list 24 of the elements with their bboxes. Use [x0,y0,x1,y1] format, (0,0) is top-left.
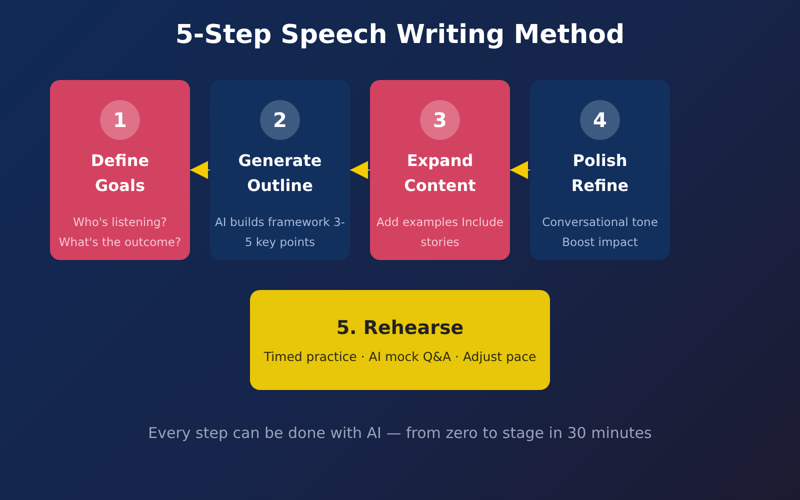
step-description: Add examples Include stories [376,214,504,251]
step-heading: Polish Refine [570,150,630,197]
step-card [530,80,670,260]
step-description: Who's listening? What's the outcome? [58,214,182,251]
arrow [190,161,210,179]
step-card [50,80,190,260]
step-heading: Define Goals [90,150,150,197]
step-description: Timed practice · AI mock Q&A · Adjust pace [264,348,536,364]
step-heading: Generate Outline [237,150,323,197]
step-card [210,80,350,260]
diagram-title: 5-Step Speech Writing Method [174,20,626,50]
step-card [370,80,510,260]
step-description: Conversational tone Boost impact [541,214,659,251]
caption: Every step can be done with AI — from zero to stage in 30 minutes [147,424,653,442]
arrow [350,161,370,179]
step-card [250,290,550,390]
step-number-badge: 1 [100,100,140,140]
step-number-badge: 2 [260,100,300,140]
step-number-badge: 3 [420,100,460,140]
step-heading: Expand Content [403,150,477,197]
step-number-badge: 4 [580,100,620,140]
step-heading: 5. Rehearse [336,316,464,338]
step-description: AI builds framework 3-5 key points [214,214,346,251]
arrow [510,161,530,179]
